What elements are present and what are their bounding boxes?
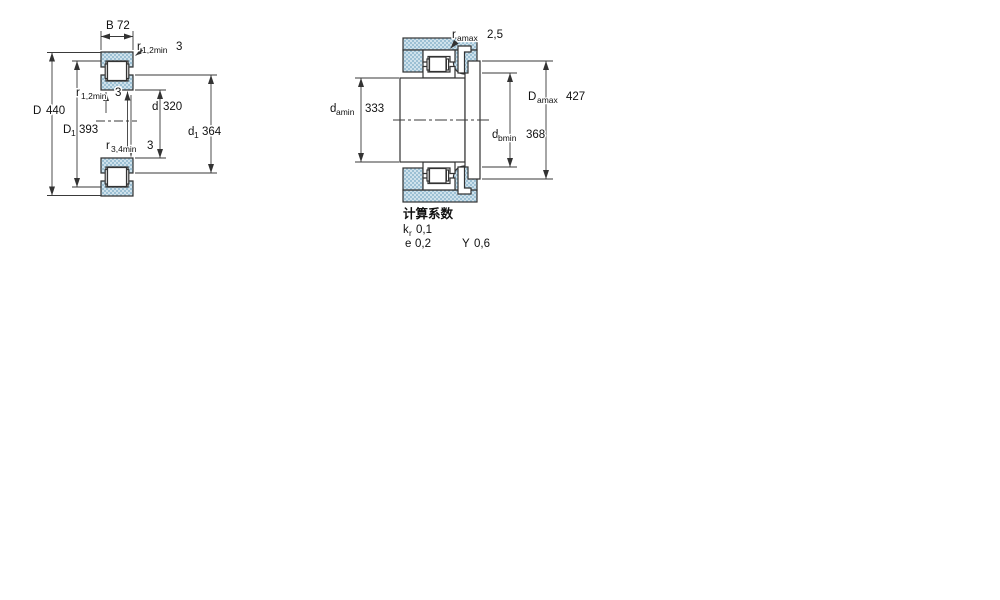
housing-shoulder: [402, 49, 424, 73]
dim-d1-sub: 1: [194, 130, 199, 140]
factor-kr-sub: r: [409, 228, 412, 238]
dim-d-label: d: [152, 101, 158, 113]
mounting-view: r amax 2,5 d amin 333 D amax 427 d bmin …: [329, 28, 587, 203]
ring-groove: [457, 45, 472, 74]
bearing-section: [422, 49, 456, 79]
outer-ring: [422, 49, 456, 63]
factor-Y-value: 0,6: [474, 238, 490, 250]
dim-D-label: D: [33, 105, 41, 117]
bearing-top-half: [100, 51, 134, 91]
dim-B-label: B: [106, 20, 114, 32]
cage-bar-right: [445, 169, 450, 182]
dim-B-value: 72: [117, 20, 130, 32]
dim-r34-label: r: [106, 140, 110, 152]
dim-r12-top-label: r: [137, 41, 141, 53]
ring-groove: [457, 166, 472, 195]
dim-D-value: 440: [46, 105, 65, 117]
calculation-factors-title: 计算系数: [403, 206, 454, 221]
dim-r12-mid-value: 3: [115, 87, 121, 99]
dim-Damax-label: D: [528, 91, 536, 103]
dim-D1-label: D: [63, 124, 71, 136]
dim-d1-value: 364: [202, 126, 222, 138]
roller: [106, 166, 128, 188]
dim-d1-label: d: [188, 126, 194, 138]
dim-damin-label: d: [330, 103, 336, 115]
factor-e-label: e: [405, 238, 411, 250]
dim-ramax-sub: amax: [457, 33, 479, 43]
dim-ramax-value: 2,5: [487, 29, 503, 41]
dim-d-value: 320: [163, 101, 182, 113]
dim-r12-mid-sub: 1,2min: [81, 91, 107, 101]
dim-Damax-value: 427: [566, 91, 585, 103]
leader-r12-top: [135, 47, 145, 56]
dim-D1-sub: 1: [71, 128, 76, 138]
factor-kr-label: k: [403, 224, 409, 236]
dim-r12-mid-label: r: [76, 87, 80, 99]
cage-bar-left: [426, 58, 430, 71]
dim-Damax-sub: amax: [537, 95, 559, 105]
dim-ramax-label: r: [452, 29, 456, 41]
roller: [428, 167, 447, 184]
cross-section-view: B 72 r 1,2min 3 D 440 r 1,2min 3 D 1 393…: [32, 19, 223, 197]
roller: [106, 60, 128, 82]
factor-kr-value: 0,1: [416, 224, 432, 236]
leader-ramax: [450, 39, 459, 49]
outer-ring: [100, 180, 134, 197]
dim-dbmin-sub: bmin: [498, 133, 517, 143]
dim-r12-top-sub: 1,2min: [142, 45, 168, 55]
dim-r34-sub: 3,4min: [111, 144, 137, 154]
inner-ring: [422, 161, 456, 175]
cage-bar-left: [426, 169, 430, 182]
dim-damin-value: 333: [365, 103, 384, 115]
inner-ring: [100, 74, 134, 91]
dim-r12-top-value: 3: [176, 41, 182, 53]
roller: [428, 56, 447, 73]
dim-r34-value: 3: [147, 140, 153, 152]
bearing-section: [422, 161, 456, 191]
dim-damin-sub: amin: [336, 107, 355, 117]
housing-top-half: [402, 37, 478, 79]
factor-Y-label: Y: [462, 238, 470, 250]
inner-ring: [100, 157, 134, 174]
calculation-factors: 计算系数 k r 0,1 e 0,2 Y 0,6: [402, 205, 492, 252]
housing-bottom-half: [402, 161, 478, 203]
bearing-bottom-half: [100, 157, 134, 197]
factor-e-value: 0,2: [415, 238, 431, 250]
housing-shoulder: [402, 167, 424, 191]
cage-bar-right: [445, 58, 450, 71]
outer-ring: [422, 177, 456, 191]
dim-dbmin-label: d: [492, 129, 498, 141]
outer-ring: [100, 51, 134, 68]
dim-D1-value: 393: [79, 124, 98, 136]
inner-ring: [422, 65, 456, 79]
dim-dbmin-value: 368: [526, 129, 545, 141]
